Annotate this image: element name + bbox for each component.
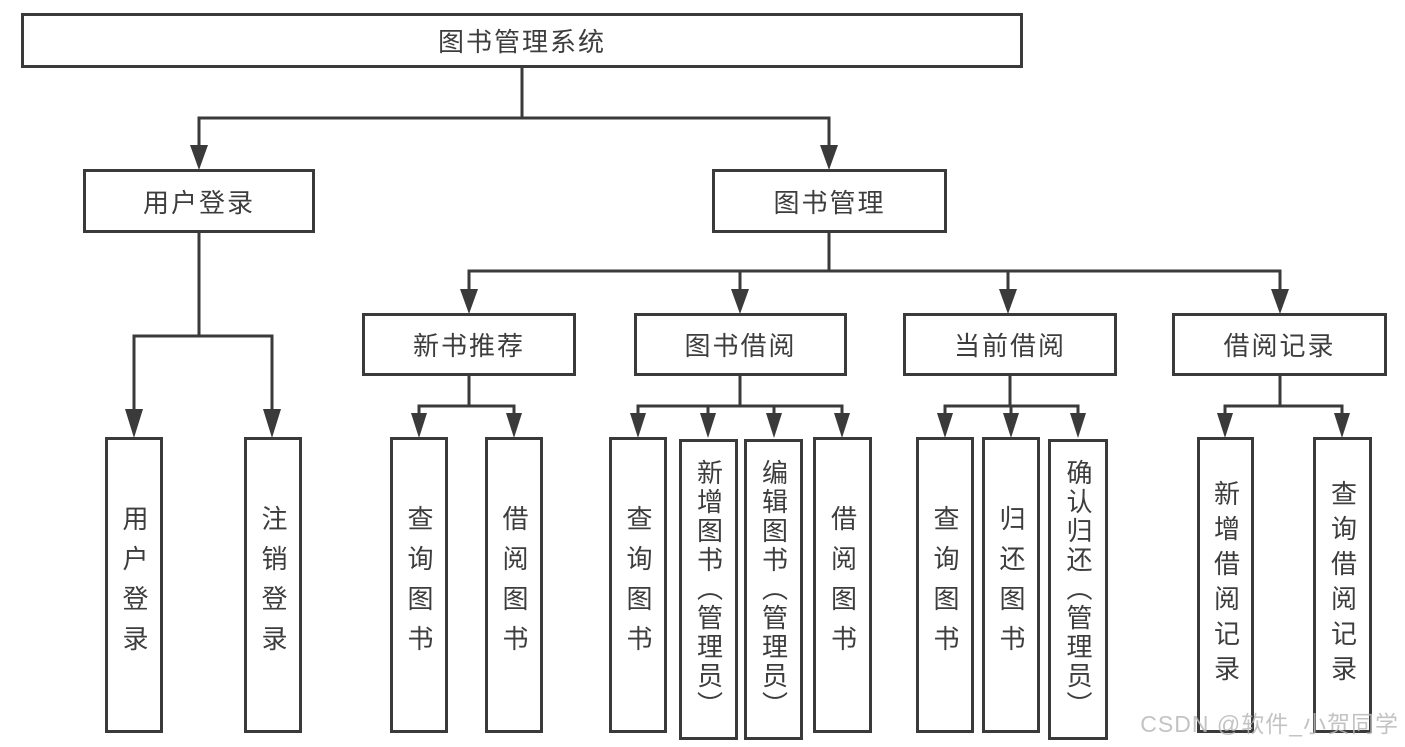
node-book-management: 图书管理	[712, 169, 947, 233]
leaf-label: 借阅图书	[827, 505, 858, 665]
leaf-label: 新增借阅记录	[1210, 480, 1241, 690]
leaf-label: 查询图书	[930, 505, 960, 665]
node-new-book-recommend: 新书推荐	[362, 313, 576, 376]
arrowheads	[125, 145, 1350, 438]
node-borrowing-records: 借阅记录	[1172, 313, 1387, 376]
leaf-query-books-recommend: 查询图书	[390, 437, 448, 733]
leaf-confirm-return-admin: 确认归还（管理员）	[1048, 439, 1108, 740]
leaf-label: 归还图书	[996, 505, 1026, 665]
leaf-label: 用户登录	[119, 505, 149, 665]
connector-borrowing-to-leaves	[636, 376, 844, 418]
leaf-borrow-books-recommend: 借阅图书	[485, 437, 543, 733]
leaf-user-login: 用户登录	[105, 437, 163, 733]
node-book-borrowing: 图书借阅	[634, 313, 847, 376]
leaf-query-books-current: 查询图书	[916, 437, 974, 733]
connector-current-to-leaves	[943, 376, 1080, 418]
connector-newbook-to-leaves	[417, 376, 516, 418]
leaf-label: 查询借阅记录	[1327, 480, 1358, 690]
leaf-add-book-admin: 新增图书（管理员）	[679, 439, 738, 740]
leaf-add-borrow-record: 新增借阅记录	[1197, 437, 1254, 733]
connector-bookmgmt-to-level3	[467, 233, 1282, 293]
node-label: 图书管理	[773, 187, 886, 218]
node-user-login: 用户登录	[83, 169, 315, 233]
leaf-label: 确认归还（管理员）	[1063, 459, 1093, 720]
node-label: 图书管理系统	[437, 27, 606, 57]
leaf-edit-book-admin: 编辑图书（管理员）	[744, 439, 803, 740]
leaf-label: 查询图书	[404, 505, 434, 665]
connector-records-to-leaves	[1223, 376, 1344, 418]
leaf-logout: 注销登录	[244, 437, 302, 733]
leaf-label: 查询图书	[623, 505, 653, 665]
leaf-borrow-books-borrowing: 借阅图书	[813, 437, 872, 733]
leaf-label: 借阅图书	[499, 505, 529, 665]
leaf-return-books: 归还图书	[982, 437, 1040, 733]
connector-userlogin-to-leaves	[132, 233, 274, 414]
node-label: 当前借阅	[953, 331, 1066, 361]
node-current-borrowing: 当前借阅	[903, 313, 1117, 376]
leaf-label: 注销登录	[258, 505, 288, 665]
csdn-watermark: CSDN @软件_小贺同学	[1140, 711, 1399, 737]
leaf-query-books-borrowing: 查询图书	[609, 437, 667, 733]
leaf-query-borrow-record: 查询借阅记录	[1313, 437, 1372, 733]
node-label: 用户登录	[142, 187, 255, 218]
connector-root-to-level2	[197, 68, 831, 148]
node-library-management-system: 图书管理系统	[21, 13, 1023, 68]
leaf-label: 编辑图书（管理员）	[758, 459, 789, 720]
node-label: 借阅记录	[1223, 331, 1336, 361]
leaf-label: 新增图书（管理员）	[693, 459, 724, 720]
node-label: 图书借阅	[684, 331, 797, 361]
node-label: 新书推荐	[412, 331, 525, 361]
